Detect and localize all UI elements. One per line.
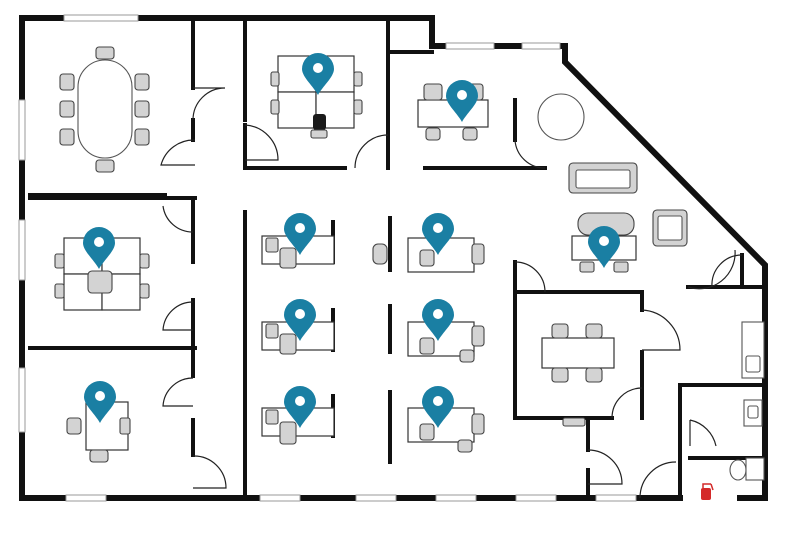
fire-extinguisher-icon — [701, 483, 714, 500]
furniture — [54, 55, 765, 481]
map-pin-icon[interactable] — [284, 213, 316, 255]
windows — [18, 14, 637, 502]
map-pin-icon[interactable] — [284, 386, 316, 428]
doors — [160, 87, 743, 499]
map-pin-icon[interactable] — [422, 299, 454, 341]
map-pin-icon[interactable] — [83, 227, 115, 269]
map-pin-icon[interactable] — [284, 299, 316, 341]
map-pin-icon[interactable] — [84, 381, 116, 423]
workstation-markers — [83, 53, 620, 428]
map-pin-icon[interactable] — [588, 226, 620, 268]
conference-room — [59, 46, 150, 173]
map-pin-icon[interactable] — [422, 386, 454, 428]
map-pin-icon[interactable] — [422, 213, 454, 255]
map-pin-icon[interactable] — [302, 53, 334, 95]
map-pin-icon[interactable] — [446, 80, 478, 122]
interior-walls — [28, 20, 767, 500]
